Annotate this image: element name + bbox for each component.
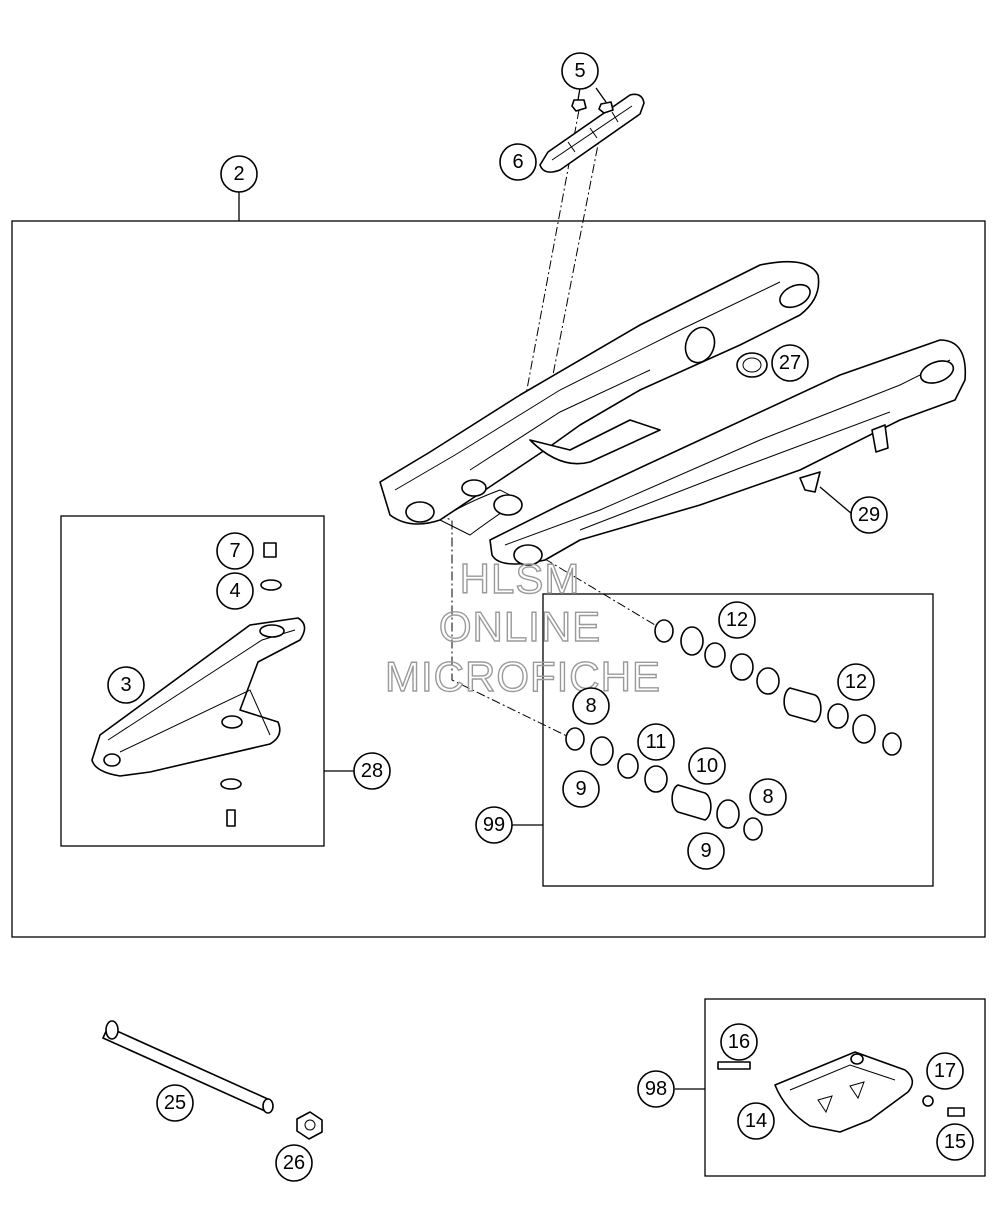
svg-text:98: 98 xyxy=(645,1078,667,1100)
callout-28: 28 xyxy=(353,752,391,790)
callout-9b: 9 xyxy=(687,832,725,870)
callout-5: 5 xyxy=(561,52,599,90)
plug-27-part xyxy=(736,352,768,378)
callout-9a: 9 xyxy=(562,770,600,808)
callout-12a: 12 xyxy=(718,601,756,639)
callout-4: 4 xyxy=(216,572,254,610)
svg-text:6: 6 xyxy=(512,151,523,173)
chain-slider-top-part xyxy=(539,93,645,173)
svg-text:9: 9 xyxy=(700,840,711,862)
callout-7: 7 xyxy=(216,532,254,570)
svg-text:15: 15 xyxy=(944,1131,966,1153)
swingarm-group-box xyxy=(11,220,986,938)
svg-text:8: 8 xyxy=(762,786,773,808)
bearing-kit-parts xyxy=(565,619,902,841)
callout-26: 26 xyxy=(275,1144,313,1182)
watermark: HLSM ONLINE MICROFICHE xyxy=(384,554,661,700)
callout-12b: 12 xyxy=(837,663,875,701)
chain-slider-part xyxy=(91,542,306,827)
callout-15: 15 xyxy=(936,1123,974,1161)
svg-text:28: 28 xyxy=(361,760,383,782)
callout-16: 16 xyxy=(720,1023,758,1061)
watermark-line-3: MICROFICHE xyxy=(385,653,661,700)
callout-2: 2 xyxy=(220,155,258,193)
svg-text:4: 4 xyxy=(229,580,240,602)
watermark-line-1: HLSM xyxy=(460,555,581,602)
svg-text:3: 3 xyxy=(120,674,131,696)
swingarm-part xyxy=(379,260,967,566)
callout-99: 99 xyxy=(475,806,513,844)
callout-11: 11 xyxy=(637,723,675,761)
svg-text:26: 26 xyxy=(283,1152,305,1174)
callout-14: 14 xyxy=(737,1102,775,1140)
svg-text:10: 10 xyxy=(696,755,718,777)
svg-text:12: 12 xyxy=(845,671,867,693)
callout-27: 27 xyxy=(771,344,809,382)
svg-text:9: 9 xyxy=(575,778,586,800)
callout-3: 3 xyxy=(107,666,145,704)
swingarm-axle-part xyxy=(102,1020,323,1140)
callout-8a: 8 xyxy=(572,687,610,725)
chain-slider-group-box xyxy=(60,515,325,847)
svg-text:99: 99 xyxy=(483,814,505,836)
svg-text:14: 14 xyxy=(745,1110,767,1132)
svg-text:25: 25 xyxy=(164,1092,186,1114)
callout-98: 98 xyxy=(637,1070,675,1108)
chain-guide-part xyxy=(717,1051,965,1133)
svg-text:16: 16 xyxy=(728,1031,750,1053)
callout-8b: 8 xyxy=(749,778,787,816)
svg-text:2: 2 xyxy=(233,163,244,185)
callout-29: 29 xyxy=(850,496,888,534)
callout-10: 10 xyxy=(688,747,726,785)
svg-text:12: 12 xyxy=(726,609,748,631)
callout-17: 17 xyxy=(926,1052,964,1090)
svg-text:8: 8 xyxy=(585,695,596,717)
svg-text:29: 29 xyxy=(858,504,880,526)
chain-guide-group-box xyxy=(704,998,986,1177)
watermark-line-2: ONLINE xyxy=(439,603,601,650)
svg-text:7: 7 xyxy=(229,540,240,562)
callout-6: 6 xyxy=(499,143,537,181)
bearing-kit-group-box xyxy=(542,593,934,887)
svg-text:11: 11 xyxy=(646,731,667,753)
svg-text:5: 5 xyxy=(574,60,585,82)
callout-25: 25 xyxy=(156,1084,194,1122)
svg-text:27: 27 xyxy=(779,352,801,374)
svg-text:17: 17 xyxy=(934,1060,956,1082)
